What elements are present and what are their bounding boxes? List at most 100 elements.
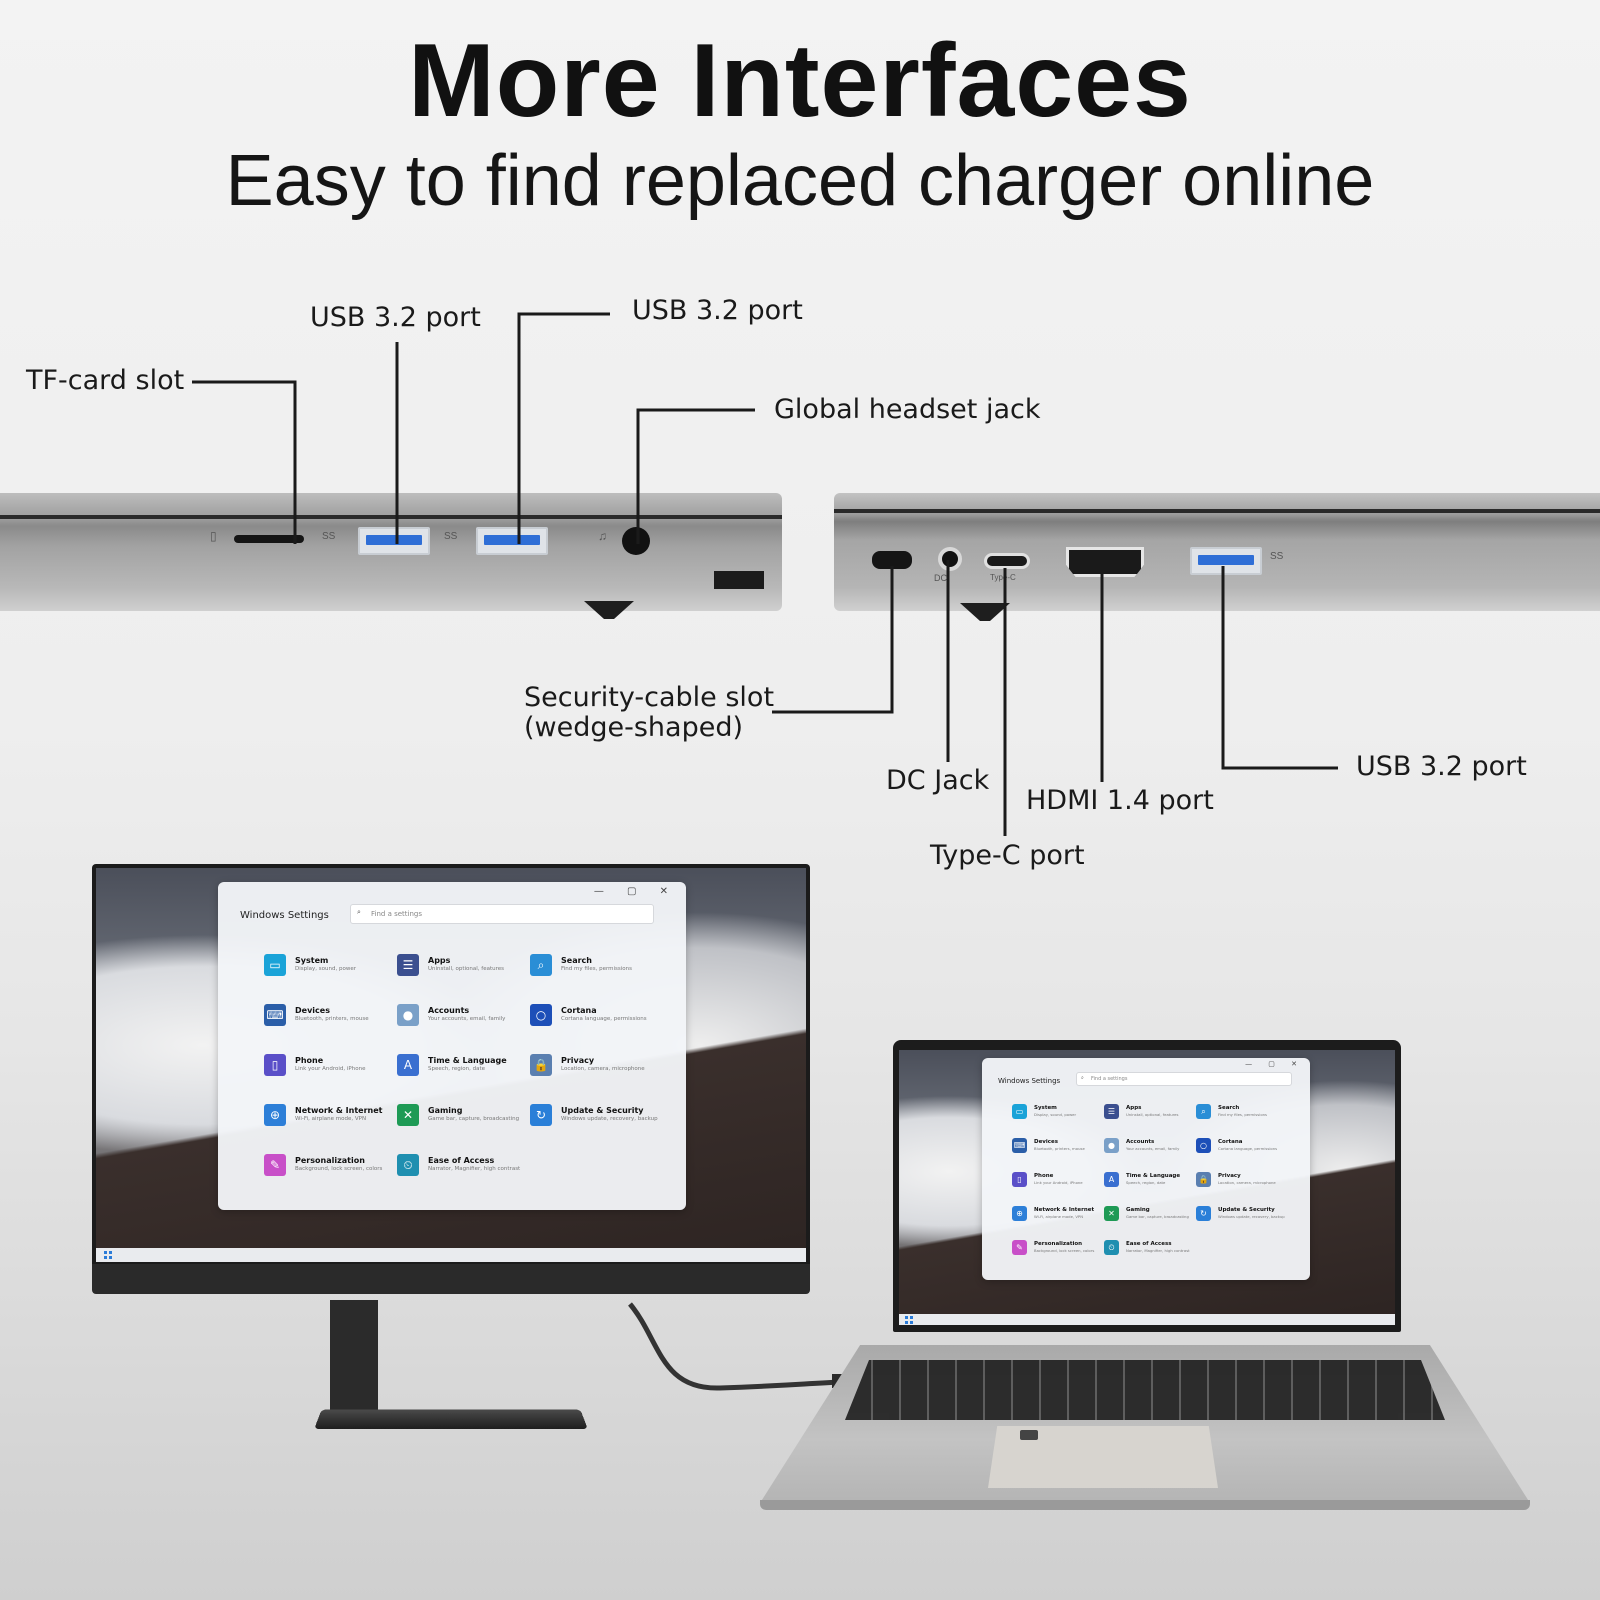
leader-security bbox=[772, 566, 894, 714]
settings-tile-description: Find my files, permissions bbox=[561, 966, 633, 972]
settings-tile-name: Network & Internet bbox=[295, 1106, 383, 1115]
usb-ss-marking-3: SS bbox=[1270, 551, 1284, 562]
settings-tile-description: Location, camera, microphone bbox=[561, 1066, 645, 1072]
settings-tile-description: Find my files, permissions bbox=[1218, 1112, 1268, 1117]
ease-of-access-icon: ⏲ bbox=[397, 1154, 419, 1176]
accounts-icon: ● bbox=[397, 1004, 419, 1026]
window-controls[interactable]: — ▢ ✕ bbox=[593, 886, 678, 897]
settings-search-input-small[interactable]: ⌕ Find a settings bbox=[1076, 1072, 1292, 1086]
settings-tile-description: Your accounts, email, family bbox=[1126, 1146, 1180, 1151]
leader-usb-3 bbox=[1221, 566, 1338, 770]
page-subtitle: Easy to find replaced charger online bbox=[225, 141, 1375, 221]
window-controls-small[interactable]: — ▢ ✕ bbox=[1245, 1060, 1304, 1068]
settings-tile-description: Game bar, capture, broadcasting bbox=[1126, 1214, 1189, 1219]
usb-port-3 bbox=[1190, 547, 1262, 575]
settings-tile-name: Privacy bbox=[1218, 1173, 1241, 1179]
settings-tile-description: Link your Android, iPhone bbox=[295, 1066, 366, 1072]
settings-tile-name: Update & Security bbox=[1218, 1207, 1275, 1213]
settings-title-small: Windows Settings bbox=[998, 1077, 1061, 1085]
settings-window-laptop: — ▢ ✕ Windows Settings ⌕ Find a settings… bbox=[982, 1058, 1310, 1280]
update-icon: ↻ bbox=[530, 1104, 552, 1126]
settings-tile-description: Windows update, recovery, backup bbox=[1218, 1214, 1285, 1219]
time-language-icon: A bbox=[1104, 1172, 1119, 1187]
settings-tile-name: Apps bbox=[1126, 1105, 1142, 1111]
monitor-stand-base bbox=[314, 1409, 588, 1429]
gaming-icon: ✕ bbox=[397, 1104, 419, 1126]
settings-tile-name: Apps bbox=[428, 956, 451, 965]
settings-tile-name: Time & Language bbox=[1126, 1173, 1181, 1179]
apps-icon: ☰ bbox=[1104, 1104, 1119, 1119]
settings-tile-description: Uninstall, optional, features bbox=[428, 966, 504, 972]
windows-start-icon-laptop[interactable] bbox=[905, 1316, 913, 1324]
settings-search-input[interactable]: ⌕ Find a settings bbox=[350, 904, 654, 924]
settings-tile-description: Background, lock screen, colors bbox=[295, 1166, 383, 1172]
label-usb-port-3: USB 3.2 port bbox=[1356, 751, 1527, 782]
fingerprint-sensor bbox=[1020, 1430, 1038, 1440]
headset-jack bbox=[622, 527, 650, 555]
devices-icon: ⌨ bbox=[264, 1004, 286, 1026]
settings-tile-name: Ease of Access bbox=[1126, 1241, 1172, 1247]
settings-tile-description: Narrator, Magnifier, high contrast bbox=[1126, 1248, 1190, 1253]
laptop-right-side-view: DC Type-C SS bbox=[834, 493, 1600, 621]
system-icon: ▭ bbox=[1012, 1104, 1027, 1119]
type-c-port bbox=[984, 553, 1030, 569]
phone-icon: ▯ bbox=[1012, 1172, 1027, 1187]
tf-card-slot bbox=[234, 535, 304, 543]
monitor-bottom-bezel bbox=[92, 1264, 810, 1294]
settings-tile-name: Time & Language bbox=[428, 1056, 507, 1065]
settings-tile-description: Cortana language, permissions bbox=[561, 1016, 647, 1022]
apps-icon: ☰ bbox=[397, 954, 419, 976]
settings-tile-name: Ease of Access bbox=[428, 1156, 495, 1165]
settings-tile-description: Wi-Fi, airplane mode, VPN bbox=[295, 1116, 367, 1122]
time-language-icon: A bbox=[397, 1054, 419, 1076]
settings-tile-name: Phone bbox=[295, 1056, 324, 1065]
search-icon: ⌕ bbox=[530, 954, 552, 976]
privacy-icon: 🔒 bbox=[1196, 1172, 1211, 1187]
hdmi-port bbox=[1066, 547, 1144, 577]
settings-tile-description: Display, sound, power bbox=[295, 966, 356, 972]
settings-tile-name: Accounts bbox=[1126, 1139, 1155, 1145]
laptop-keyboard bbox=[845, 1360, 1445, 1420]
settings-tile-description: Bluetooth, printers, mouse bbox=[1034, 1146, 1085, 1151]
settings-tile-name: Cortana bbox=[1218, 1139, 1243, 1145]
settings-title: Windows Settings bbox=[240, 910, 329, 921]
settings-tile-name: Devices bbox=[295, 1006, 330, 1015]
settings-tile-name: Phone bbox=[1034, 1173, 1054, 1179]
settings-tile-description: Background, lock screen, colors bbox=[1034, 1248, 1095, 1253]
leader-headset bbox=[636, 408, 755, 544]
settings-tile-description: Location, camera, microphone bbox=[1218, 1180, 1276, 1185]
usb-ss-marking-2: SS bbox=[444, 531, 458, 542]
cortana-icon: ○ bbox=[530, 1004, 552, 1026]
typec-marking: Type-C bbox=[990, 573, 1016, 582]
laptop-left-side-view: ▯ SS SS ♫ bbox=[0, 493, 782, 619]
search-glass-icon: ⌕ bbox=[357, 908, 361, 916]
label-security-slot: Security-cable slot bbox=[524, 682, 775, 713]
monitor-taskbar bbox=[96, 1248, 806, 1262]
devices-icon: ⌨ bbox=[1012, 1138, 1027, 1153]
label-hdmi-port: HDMI 1.4 port bbox=[1026, 785, 1214, 816]
phone-icon: ▯ bbox=[264, 1054, 286, 1076]
settings-tile-name: Accounts bbox=[428, 1006, 470, 1015]
lid-seam bbox=[0, 515, 782, 519]
windows-start-icon[interactable] bbox=[104, 1251, 112, 1259]
settings-tile-name: System bbox=[1034, 1105, 1057, 1111]
settings-tile-name: Personalization bbox=[295, 1156, 365, 1165]
lid-seam-right bbox=[834, 509, 1600, 513]
label-headset-jack: Global headset jack bbox=[774, 394, 1041, 425]
laptop-taskbar bbox=[899, 1314, 1395, 1325]
sd-card-icon: ▯ bbox=[210, 529, 217, 543]
settings-tile-name: Search bbox=[561, 956, 592, 965]
label-type-c-port: Type-C port bbox=[930, 840, 1085, 871]
settings-tile-description: Link your Android, iPhone bbox=[1034, 1180, 1083, 1185]
label-dc-jack: DC Jack bbox=[886, 765, 990, 796]
search-icon: ⌕ bbox=[1196, 1104, 1211, 1119]
settings-tile-name: Gaming bbox=[1126, 1207, 1150, 1213]
page-title: More Interfaces bbox=[408, 23, 1192, 139]
label-security-slot-shape: (wedge-shaped) bbox=[524, 712, 744, 743]
leader-tf-card bbox=[192, 380, 297, 544]
dc-marking: DC bbox=[934, 573, 947, 583]
usb-port-2 bbox=[476, 527, 548, 555]
settings-tile-name: Devices bbox=[1034, 1139, 1059, 1145]
cortana-icon: ○ bbox=[1196, 1138, 1211, 1153]
